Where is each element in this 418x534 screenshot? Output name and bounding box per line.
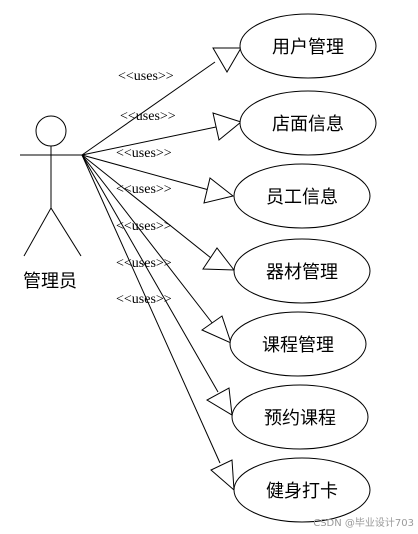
use-case-2: 店面信息 — [239, 90, 377, 156]
uses-label-6: <<uses>> — [116, 256, 172, 271]
association-5 — [81, 154, 232, 344]
use-case-label-1: 用户管理 — [272, 37, 344, 58]
association-7 — [81, 154, 235, 492]
actor-label: 管理员 — [23, 271, 77, 292]
actor-left-leg — [23, 207, 52, 257]
association-6 — [81, 154, 233, 416]
use-case-7: 健身打卡 — [233, 457, 371, 523]
uses-labels: <<uses>> <<uses>> <<uses>> <<uses>> <<us… — [116, 69, 176, 307]
use-case-1: 用户管理 — [239, 13, 377, 79]
uses-label-7: <<uses>> — [116, 292, 172, 307]
association-3 — [81, 154, 235, 204]
watermark: CSDN @毕业设计703 — [313, 516, 414, 529]
uses-label-1: <<uses>> — [118, 69, 174, 84]
use-case-label-4: 器材管理 — [266, 262, 338, 283]
actor-figure — [20, 115, 82, 257]
uses-label-2: <<uses>> — [120, 109, 176, 124]
use-case-5: 课程管理 — [229, 311, 367, 377]
use-case-4: 器材管理 — [233, 238, 371, 304]
uses-label-3: <<uses>> — [116, 146, 172, 161]
use-case-label-2: 店面信息 — [272, 114, 344, 135]
actor-right-leg — [50, 207, 82, 257]
use-case-label-6: 预约课程 — [264, 408, 336, 429]
use-case-label-3: 员工信息 — [266, 187, 338, 208]
actor-head — [35, 115, 67, 147]
association-4 — [81, 154, 236, 271]
association-2 — [81, 112, 243, 156]
association-1 — [81, 47, 242, 156]
uses-label-5: <<uses>> — [116, 219, 172, 234]
uses-label-4: <<uses>> — [116, 182, 172, 197]
use-case-6: 预约课程 — [231, 384, 369, 450]
use-cases: 用户管理 店面信息 员工信息 器材管理 课程管理 预约课程 — [229, 13, 377, 523]
use-case-label-5: 课程管理 — [262, 335, 334, 356]
associations — [81, 47, 243, 492]
use-case-3: 员工信息 — [233, 163, 371, 229]
use-case-label-7: 健身打卡 — [266, 481, 338, 502]
